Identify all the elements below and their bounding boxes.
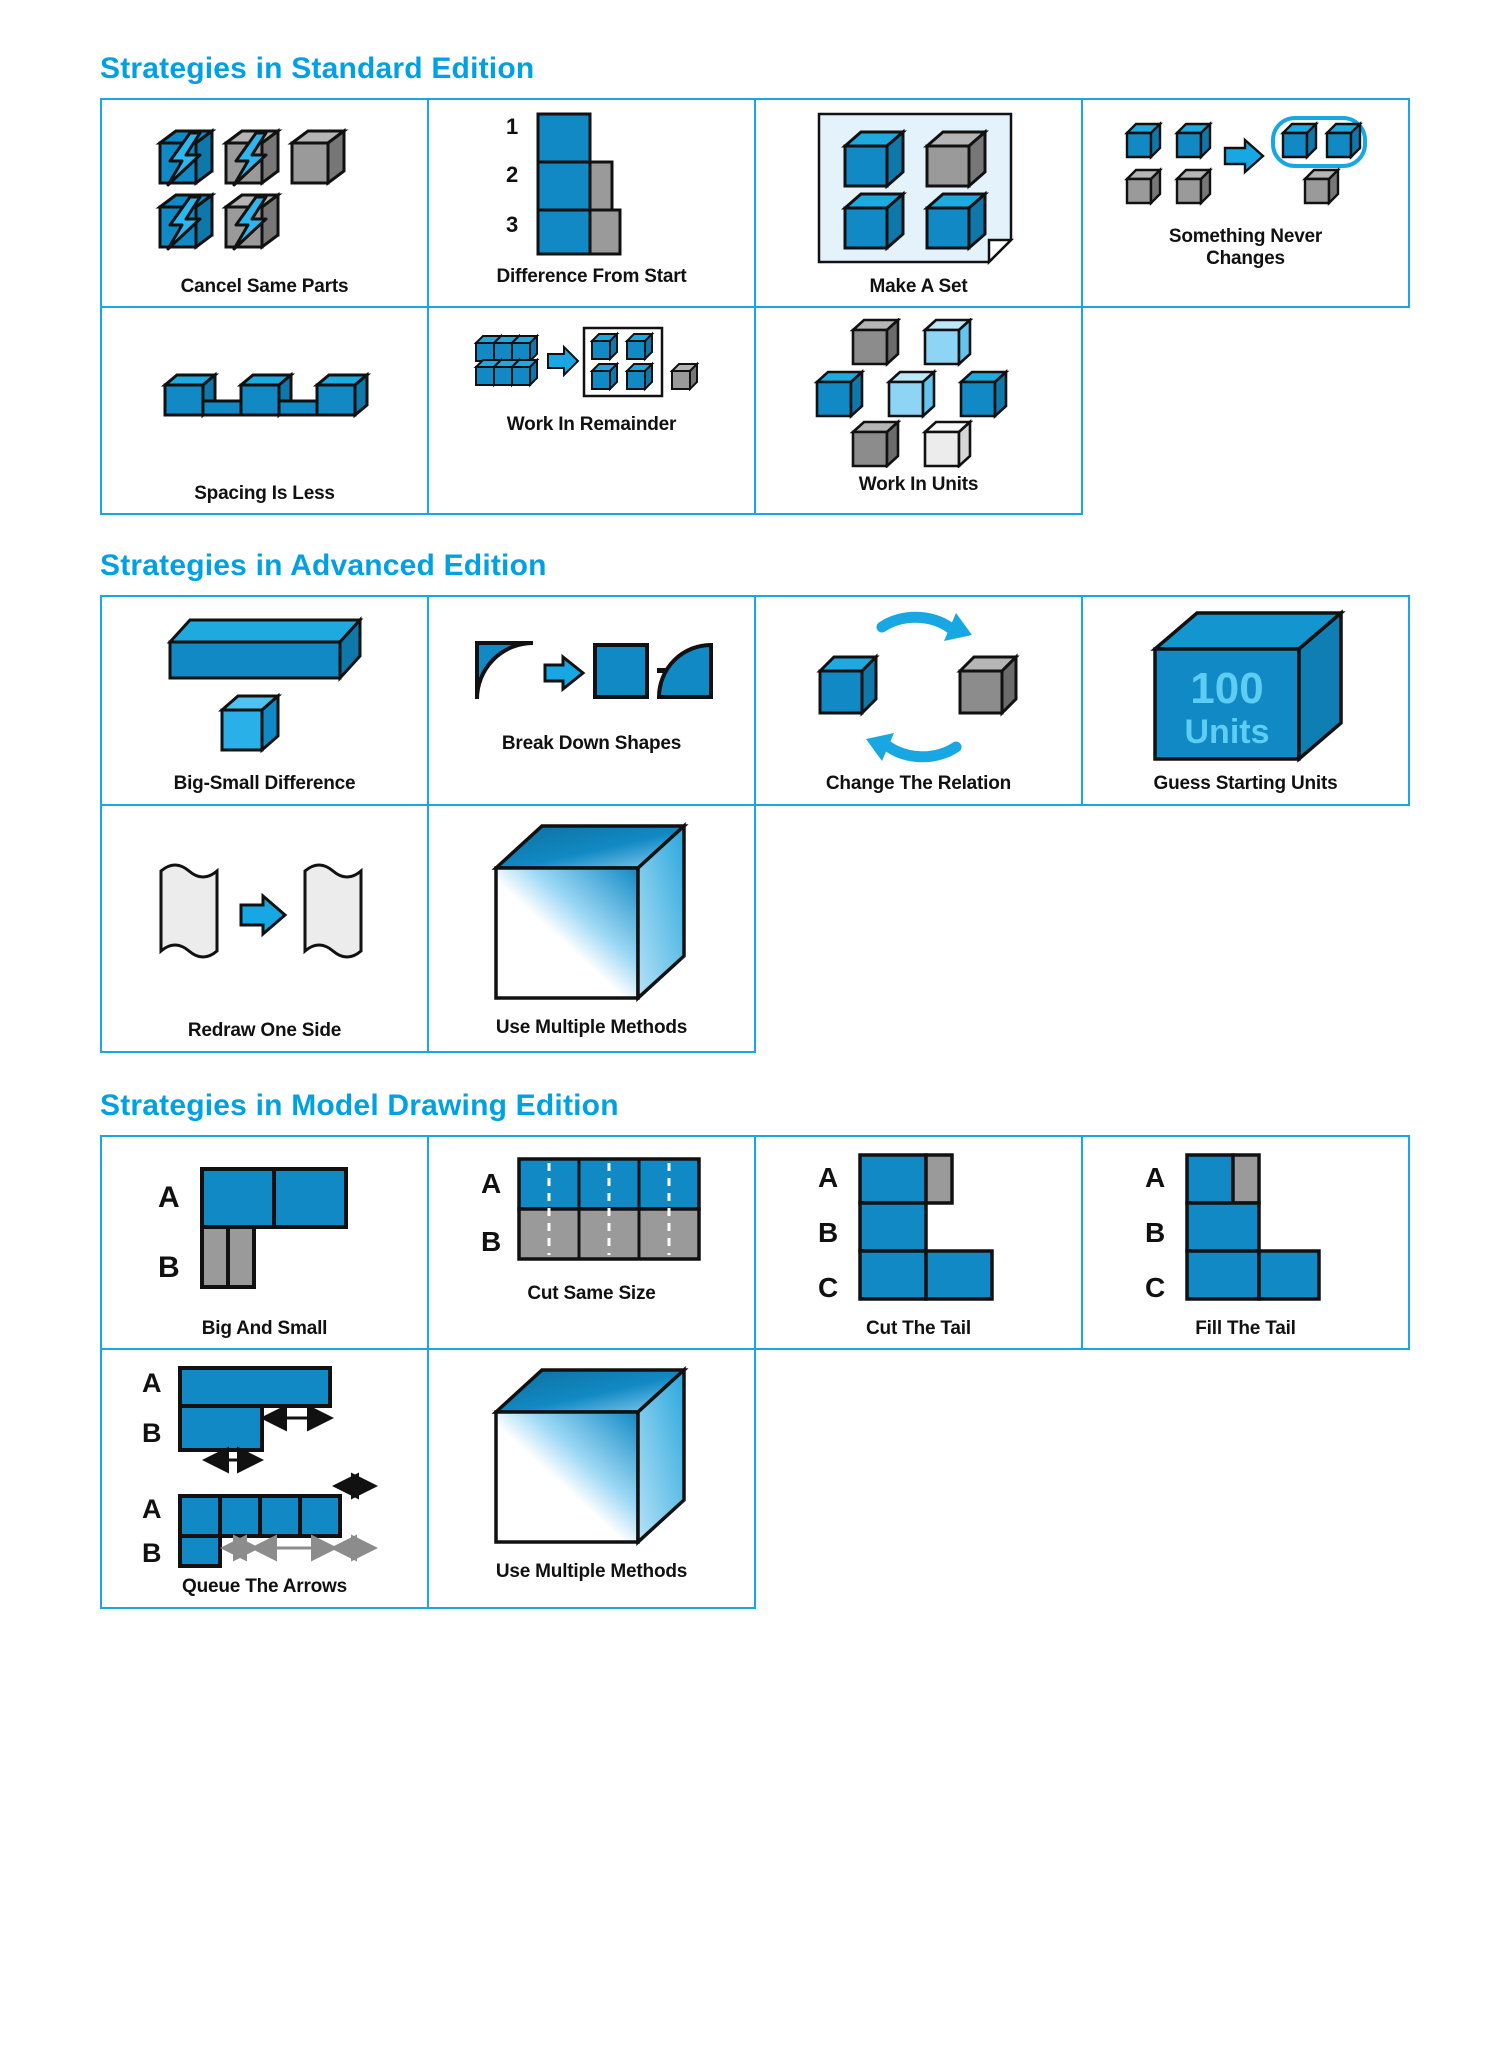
- strategy-cell-make-a-set[interactable]: Make A Set: [754, 97, 1083, 309]
- art-gradient-cube: [435, 1360, 748, 1555]
- bar-label-a: A: [818, 1162, 838, 1193]
- strategy-grid-standard: Cancel Same Parts 1 2 3: [100, 97, 1410, 516]
- strategy-label: Spacing Is Less: [194, 483, 335, 504]
- art-cubes-arrow-group: [1089, 110, 1402, 220]
- section-spacer: [0, 1053, 1501, 1089]
- cube-number-top: 100: [1190, 664, 1263, 713]
- bar-number-1: 1: [506, 114, 518, 139]
- strategy-label: Work In Remainder: [506, 414, 677, 436]
- strategy-cell-queue-the-arrows[interactable]: A B A B: [100, 1348, 429, 1609]
- strategy-label: Queue The Arrows: [181, 1576, 348, 1598]
- art-bars-ab-step: A B: [108, 1147, 421, 1312]
- strategy-label: Work In Units: [858, 474, 979, 496]
- grid-row: Spacing Is Less: [100, 306, 1409, 516]
- strategy-cell-work-in-remainder[interactable]: Work In Remainder: [427, 306, 756, 516]
- strategy-label: Use Multiple Methods: [495, 1016, 688, 1038]
- strategy-label: Change The Relation: [825, 773, 1012, 795]
- bar-label-a: A: [142, 1368, 162, 1398]
- bar-label-b2: B: [142, 1538, 162, 1568]
- section-advanced: Strategies in Advanced Edition: [0, 549, 1501, 1053]
- strategy-cell-blank: [1082, 1349, 1409, 1607]
- strategy-cell-blank: [755, 1349, 1082, 1607]
- strategy-cell-difference-from-start[interactable]: 1 2 3 Difference From Star: [427, 97, 756, 309]
- strategy-cell-cancel-same-parts[interactable]: Cancel Same Parts: [100, 97, 429, 309]
- section-title-advanced: Strategies in Advanced Edition: [100, 549, 547, 583]
- strategy-cell-fill-the-tail[interactable]: A B C Fill The Tail: [1081, 1134, 1410, 1351]
- strategy-label: Cut Same Size: [527, 1282, 656, 1304]
- strategy-label: Difference From Start: [496, 266, 687, 287]
- strategy-cell-big-and-small[interactable]: A B Big And Small: [100, 1134, 429, 1351]
- strategy-label: Fill The Tail: [1195, 1317, 1296, 1339]
- strategy-cell-spacing-is-less[interactable]: Spacing Is Less: [100, 306, 429, 516]
- strategy-label: Break Down Shapes: [501, 733, 682, 755]
- cube-number-bottom: Units: [1184, 713, 1269, 751]
- strategy-label: Big-Small Difference: [173, 773, 356, 795]
- art-cubes-bolts: [108, 110, 421, 270]
- strategy-cell-guess-starting-units[interactable]: 100 Units Guess Starting Units: [1081, 595, 1410, 806]
- art-bars-abc-cut: A B C: [762, 1147, 1075, 1312]
- bar-label-c: C: [1145, 1272, 1165, 1303]
- bar-label-c: C: [818, 1272, 838, 1303]
- strategy-cell-blank: [1082, 307, 1409, 514]
- grid-row: Redraw One Side: [100, 803, 1409, 1053]
- art-spaced-blocks: [108, 318, 421, 477]
- art-gradient-cube: [435, 816, 748, 1011]
- strategy-cell-use-multiple-methods-adv[interactable]: Use Multiple Methods: [427, 803, 756, 1053]
- top-spacer: [0, 0, 1501, 52]
- strategy-label: Use Multiple Methods: [495, 1561, 688, 1583]
- bar-label-a: A: [1145, 1162, 1165, 1193]
- art-seven-cubes: [762, 318, 1075, 468]
- strategy-cell-use-multiple-methods-md[interactable]: Use Multiple Methods: [427, 1348, 756, 1609]
- strategy-cell-big-small-difference[interactable]: Big-Small Difference: [100, 595, 429, 806]
- strategy-cell-blank: [755, 805, 1082, 1052]
- bar-label-b: B: [1145, 1217, 1165, 1248]
- strategy-cell-work-in-units[interactable]: Work In Units: [754, 306, 1083, 516]
- bar-label-a: A: [481, 1168, 501, 1199]
- art-long-bar-and-cube: [108, 607, 421, 767]
- bar-label-b: B: [142, 1418, 162, 1448]
- strategy-grid-model-drawing: A B Big And Small: [100, 1134, 1410, 1609]
- section-spacer: [0, 515, 1501, 549]
- grid-row: A B Big And Small: [100, 1134, 1410, 1351]
- strategy-cell-cut-same-size[interactable]: A B: [427, 1134, 756, 1351]
- strategy-label: Guess Starting Units: [1153, 773, 1338, 795]
- section-standard: Strategies in Standard Edition: [0, 52, 1501, 516]
- grid-row: A B A B: [100, 1348, 1409, 1609]
- grid-row: Big-Small Difference: [100, 595, 1410, 806]
- grid-row: Cancel Same Parts 1 2 3: [100, 97, 1410, 309]
- strategy-grid-advanced: Big-Small Difference: [100, 595, 1410, 1053]
- art-two-cubes-rotate: [762, 607, 1075, 767]
- art-bars-ab-dashed: A B: [435, 1147, 748, 1277]
- bar-number-2: 2: [506, 162, 518, 187]
- strategy-cell-redraw-one-side[interactable]: Redraw One Side: [100, 803, 429, 1053]
- art-stacked-bars: 1 2 3: [435, 110, 748, 260]
- bar-label-a: A: [158, 1181, 180, 1214]
- art-flags-arrow: [108, 816, 421, 1015]
- strategy-label: Make A Set: [869, 276, 968, 297]
- section-title-standard: Strategies in Standard Edition: [100, 52, 535, 85]
- strategy-label: Cancel Same Parts: [180, 276, 349, 297]
- strategy-cell-change-the-relation[interactable]: Change The Relation: [754, 595, 1083, 806]
- strategy-cell-blank: [1082, 805, 1409, 1052]
- section-model-drawing: Strategies in Model Drawing Edition A B: [0, 1089, 1501, 1609]
- bar-label-b: B: [481, 1226, 501, 1257]
- section-title-model-drawing: Strategies in Model Drawing Edition: [100, 1088, 619, 1122]
- art-bars-abc-fill: A B C: [1089, 1147, 1402, 1312]
- bar-label-b: B: [818, 1217, 838, 1248]
- bar-label-a2: A: [142, 1494, 162, 1524]
- art-bars-arrows: A B A B: [108, 1360, 421, 1570]
- art-units-cube: 100 Units: [1089, 607, 1402, 767]
- art-remainder-regroup: [435, 318, 748, 408]
- strategy-label: Something Never Changes: [1168, 226, 1323, 270]
- art-four-cubes-page: [762, 110, 1075, 270]
- bar-label-b: B: [158, 1251, 180, 1284]
- strategy-label: Cut The Tail: [866, 1317, 971, 1339]
- bar-number-3: 3: [506, 212, 518, 237]
- art-shape-breakdown: [435, 607, 748, 727]
- strategy-label: Big And Small: [201, 1317, 328, 1339]
- strategy-label: Redraw One Side: [187, 1020, 342, 1042]
- strategy-cell-something-never-changes[interactable]: Something Never Changes: [1081, 97, 1410, 309]
- strategy-cell-break-down-shapes[interactable]: Break Down Shapes: [427, 595, 756, 806]
- strategy-cell-cut-the-tail[interactable]: A B C Cut The Tail: [754, 1134, 1083, 1351]
